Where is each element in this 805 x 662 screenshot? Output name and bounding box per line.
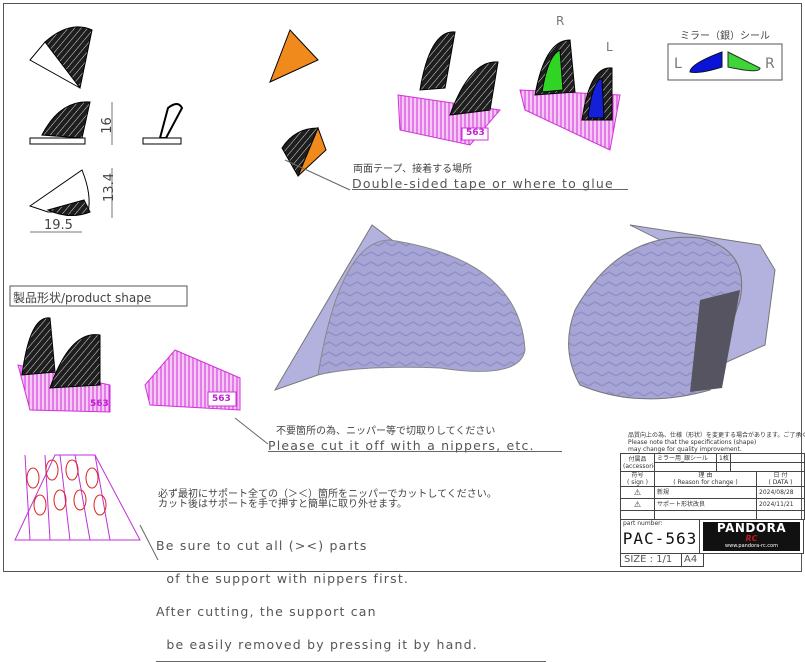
paper-size: A4	[682, 554, 704, 567]
date-en: ( DATA )	[768, 479, 793, 486]
dim-width: 19.5	[44, 218, 73, 233]
mirror-seal-box	[667, 43, 783, 81]
notice-line: Please note that the specifications (sha…	[628, 439, 757, 446]
support-note-en-line: Be sure to cut all (><) parts	[156, 538, 368, 553]
part-mark-support: 563	[212, 394, 231, 404]
spec-notice: 品質向上の為、仕様（形状）を変更する場合があります。ご了承ください。 Pleas…	[620, 432, 805, 453]
tape-note-en: Double-sided tape or where to glue	[352, 177, 628, 190]
dim-height: 16	[99, 117, 115, 134]
parts-on-support-mirror	[519, 39, 621, 151]
cut-note-jp: 不要箇所の為、ニッパー等で切取りしてください	[276, 426, 496, 437]
brand-logo: PANDORA RC www.pandora-rc.com	[700, 520, 804, 554]
title-block-table: 付属品(accessories) ミラー用_銀シール 1枚 符号( sign )…	[620, 453, 805, 520]
revision-sign-icon: ⚠	[620, 486, 655, 499]
large-render-left	[273, 224, 526, 391]
top-view	[28, 168, 113, 233]
sign-label: 符号	[631, 472, 644, 480]
accessory-qty: 1枚	[716, 453, 731, 463]
sign-en: ( sign )	[627, 479, 648, 486]
seal-left-label: L	[674, 56, 682, 72]
support-note-en-line: After cutting, the support can	[156, 604, 377, 619]
left-seal	[689, 51, 723, 73]
support-note-en-line: be easily removed by pressing it by hand…	[156, 637, 478, 652]
accessory-item: ミラー用_銀シール	[654, 453, 717, 463]
side-label-left: L	[606, 40, 613, 54]
right-seal	[727, 51, 761, 72]
tape-part-view	[269, 29, 351, 191]
notice-line: 品質向上の為、仕様（形状）を変更する場合があります。ご了承ください。	[628, 432, 805, 439]
revision-sign-icon: ⚠	[620, 498, 655, 511]
side-view	[29, 101, 113, 145]
tape-note-jp: 両面テープ、接着する場所	[353, 164, 473, 175]
revision-reason: サポート形状改良	[654, 498, 757, 511]
reason-en: ( Reason for change )	[673, 479, 738, 486]
seal-right-label: R	[765, 56, 775, 72]
revision-reason: 新規	[654, 486, 757, 499]
support-only	[144, 349, 269, 445]
title-block: 品質向上の為、仕様（形状）を変更する場合があります。ご了承ください。 Pleas…	[620, 432, 805, 567]
reason-label: 理 由	[698, 472, 713, 480]
product-shape-label: 製品形状/product shape	[13, 291, 152, 305]
large-render-right	[568, 224, 776, 400]
part-number-label: part number:	[623, 520, 663, 527]
parts-on-support-bottom	[17, 317, 111, 413]
part-mark-top: 563	[466, 128, 485, 138]
date-label: 日 付	[773, 472, 788, 480]
notice-line: may change for quality improvement.	[628, 446, 742, 453]
section-view	[142, 103, 184, 145]
iso-part-view	[29, 26, 93, 90]
dim-depth: 13.4	[101, 173, 117, 202]
part-number-row: part number: PAC-563 PANDORA RC www.pand…	[620, 520, 804, 554]
scale-size: SIZE : 1/1	[620, 554, 682, 567]
drawing-frame	[3, 3, 802, 572]
support-cut-diagram	[14, 454, 159, 561]
cut-note-en: Please cut it off with a nippers, etc.	[268, 439, 562, 452]
support-note-jp: 必ず最初にサポート全ての（＞＜）箇所をニッパーでカットしてください。 カット後は…	[158, 490, 497, 510]
size-row: SIZE : 1/1 A4	[620, 554, 804, 567]
revision-date: 2024/08/28	[756, 486, 805, 499]
support-note-en: Be sure to cut all (><) parts of the sup…	[156, 518, 546, 662]
illustrations	[9, 26, 783, 561]
mirror-seal-title: ミラー（銀）シール	[680, 31, 770, 42]
accessories-en: (accessories)	[623, 462, 654, 470]
side-label-right: R	[556, 14, 565, 28]
support-note-jp-line: 必ず最初にサポート全ての（＞＜）箇所をニッパーでカットしてください。	[158, 489, 497, 500]
parts-on-support-top	[397, 31, 501, 146]
logo-brand: PANDORA	[716, 521, 787, 535]
part-number-box: part number: PAC-563	[620, 520, 700, 554]
support-note-jp-line: カット後はサポートを手で押すと簡単に取り外せます。	[158, 499, 407, 510]
part-mark-bottom: 563	[90, 399, 109, 409]
accessories-label: 付属品	[628, 455, 647, 463]
part-number: PAC-563	[622, 529, 698, 548]
product-shape-box	[9, 285, 188, 307]
logo-sub: RC	[745, 534, 758, 543]
revision-date: 2024/11/21	[756, 498, 805, 511]
logo-url: www.pandora-rc.com	[725, 543, 778, 549]
